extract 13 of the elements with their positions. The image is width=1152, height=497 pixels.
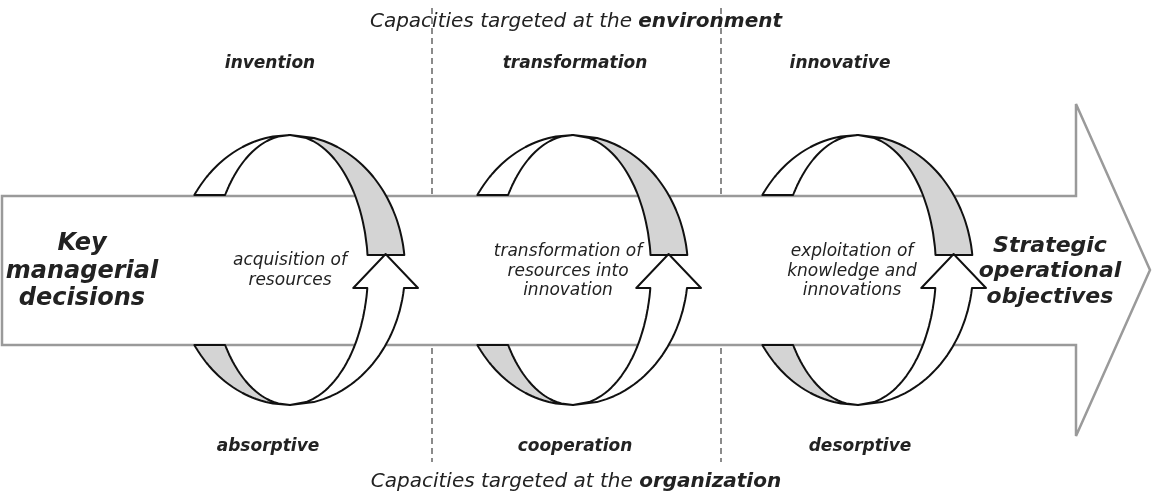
column-label: cooperation: [517, 435, 633, 455]
column-label: innovative: [789, 52, 891, 72]
column-label: desorptive: [808, 435, 912, 455]
column-label: absorptive: [216, 435, 320, 455]
heading: Capacities targeted at the environment: [369, 8, 783, 32]
stage-label: Strategic operational objectives: [975, 232, 1125, 308]
process-label: transformation of resources into innovation: [488, 240, 648, 300]
process-label: acquisition of resources: [215, 250, 365, 290]
stage-label: Key managerial decisions: [2, 228, 162, 312]
column-label: transformation: [502, 52, 648, 72]
process-label: exploitation of knowledge and innovations: [767, 240, 937, 300]
column-label: invention: [224, 52, 316, 72]
heading: Capacities targeted at the organization: [370, 468, 782, 492]
